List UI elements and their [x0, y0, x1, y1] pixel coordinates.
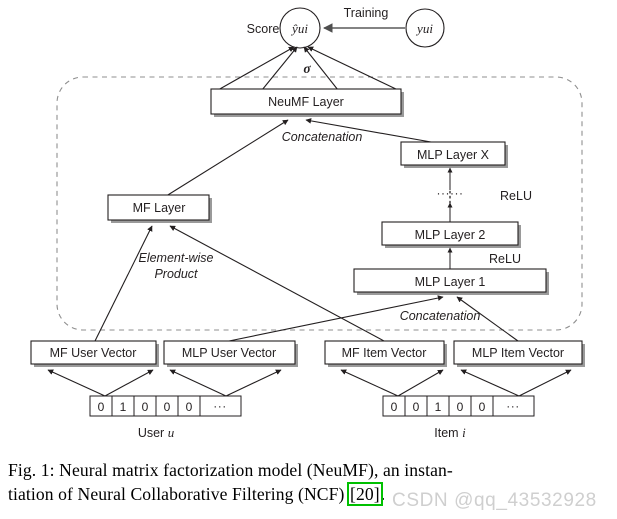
mf-user-vector-label: MF User Vector [50, 346, 137, 360]
mf-user-vector-box [30, 340, 157, 365]
neumf-layer-label: NeuMF Layer [268, 95, 344, 109]
mf-layer-box [107, 194, 210, 221]
mf-user-to-mf-layer-edge [94, 225, 153, 342]
item-onehot-to-mf-item-edge [340, 369, 399, 397]
mf-to-neumf-edge [162, 119, 289, 199]
caption-line-2-period: . [380, 484, 386, 504]
user-onehot-to-mf-user-edge [47, 369, 106, 397]
item-onehot-to-mf-item-right-edge [460, 369, 520, 397]
item-onehot-cell: 0 [413, 400, 420, 414]
sigma-edge-2 [261, 46, 298, 91]
sigma-edge-4 [307, 46, 399, 91]
concatenation-top-label: Concatenation [282, 130, 363, 144]
mlp-user-vector-label: MLP User Vector [182, 346, 276, 360]
mlp-item-to-mlp1-edge [456, 296, 519, 342]
sigma-edge-1 [217, 46, 295, 91]
item-onehot-tail: ··· [506, 399, 520, 413]
mlp-user-to-mlp1-edge [228, 295, 444, 342]
relu-lower-label: ReLU [489, 252, 521, 266]
training-target-text: yui [415, 21, 433, 36]
caption-line-1: Fig. 1: Neural matrix factorization mode… [8, 460, 453, 480]
mlp-layer-x-label: MLP Layer X [417, 148, 490, 162]
element-wise-label-line1: Element-wise [138, 251, 213, 265]
citation-reference-highlight[interactable]: [20] [347, 482, 383, 506]
item-onehot-cell: 0 [457, 400, 464, 414]
mf-item-to-mf-layer-edge [169, 225, 385, 342]
user-onehot-cell: 0 [98, 400, 105, 414]
caption-line-2-text: tiation of Neural Collaborative Filterin… [8, 484, 349, 504]
mlp-layer-2-label: MLP Layer 2 [415, 228, 486, 242]
user-onehot-to-mf-user-right-edge [169, 369, 227, 397]
item-onehot-group [382, 395, 535, 417]
user-onehot-to-mlp-user-edge [225, 369, 282, 397]
item-input-caption: Item i [434, 425, 466, 440]
mf-item-vector-label: MF Item Vector [342, 346, 427, 360]
mlp-item-vector-label: MLP Item Vector [472, 346, 564, 360]
item-symbol: i [462, 425, 466, 440]
user-onehot-cell: 1 [120, 400, 127, 414]
item-onehot-cell: 0 [391, 400, 398, 414]
neumf-layer-box [210, 88, 402, 115]
user-onehot-cell: 0 [186, 400, 193, 414]
item-onehot-cell: 0 [479, 400, 486, 414]
concatenation-bottom-label: Concatenation [400, 309, 481, 323]
mlp-layer-x-box [400, 141, 506, 166]
sigma-edge-3 [303, 46, 339, 91]
model-group-region [56, 76, 583, 331]
user-onehot-group [89, 395, 242, 417]
user-onehot-to-mlp-user-left-edge [104, 369, 154, 397]
user-input-caption: User u [138, 425, 175, 440]
element-wise-label-line2: Product [154, 267, 198, 281]
sigma-label: σ [303, 61, 311, 76]
user-onehot-cell: 0 [142, 400, 149, 414]
training-label: Training [344, 6, 389, 20]
mf-layer-label: MF Layer [133, 201, 186, 215]
user-onehot-cell: 0 [164, 400, 171, 414]
mlp-ellipsis-label: ······ [437, 186, 464, 200]
predicted-score-text: ŷui [290, 21, 308, 36]
predicted-score-node [279, 7, 321, 49]
user-symbol: u [168, 425, 175, 440]
item-onehot-cell: 1 [435, 400, 442, 414]
user-onehot-tail: ··· [213, 399, 227, 413]
relu-upper-label: ReLU [500, 189, 532, 203]
mlp-layer-1-label: MLP Layer 1 [415, 275, 486, 289]
figure-caption: Fig. 1: Neural matrix factorization mode… [8, 458, 608, 506]
training-target-node [405, 8, 445, 48]
mlpx-to-neumf-edge [305, 118, 449, 146]
item-onehot-to-mlp-item-edge [518, 369, 572, 397]
item-onehot-to-mlp-item-left-edge [397, 369, 444, 397]
mf-item-vector-box [324, 340, 445, 365]
caption-line-2: tiation of Neural Collaborative Filterin… [8, 482, 608, 506]
score-label: Score [247, 22, 280, 36]
